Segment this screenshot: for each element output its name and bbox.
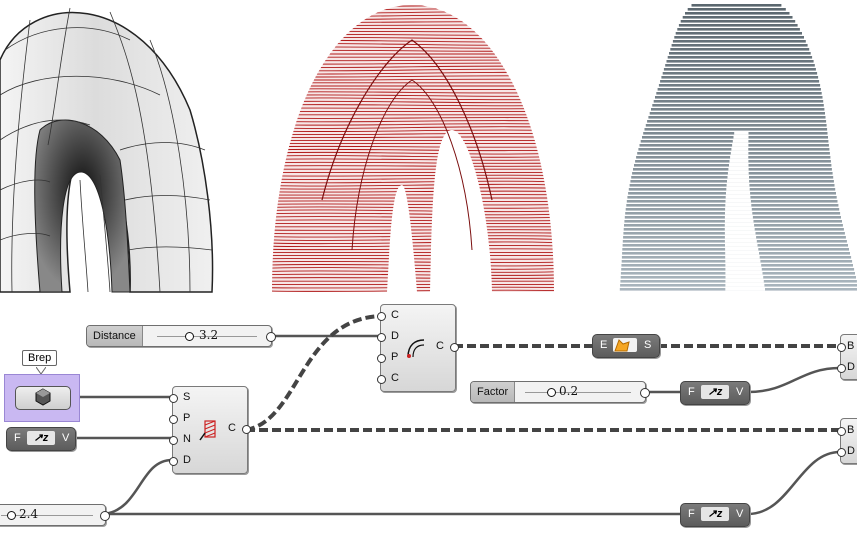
contour-component[interactable]: S P N D C [169,386,251,474]
sliced-layers-icon [616,0,857,298]
slider-label: Factor [471,382,516,402]
input-P[interactable]: P [391,351,399,363]
input-D[interactable]: D [183,454,191,466]
output-jack[interactable] [100,511,110,521]
input-F[interactable]: F [14,432,21,444]
input-B[interactable]: B [847,424,855,436]
brep-param[interactable] [4,374,80,422]
surface-render-icon [0,0,220,298]
offset-curve-component[interactable]: C D P C C [377,304,459,392]
contour-icon [199,420,216,441]
brep-icon [35,388,51,406]
input-F[interactable]: F [688,508,695,520]
slider-knob[interactable] [547,388,556,397]
extrude-icon [613,338,637,352]
output-V[interactable]: V [736,508,744,520]
input-B[interactable]: B [847,340,855,352]
input-D[interactable]: D [391,330,399,342]
offset-icon [407,339,425,358]
unit-z-vector-3[interactable]: F ↗z V [680,503,750,527]
slider-value: 2.4 [19,507,39,521]
output-C[interactable]: C [436,340,444,352]
right-component-1[interactable]: B D [837,334,857,380]
output-S[interactable]: S [644,339,652,351]
unit-z-vector-1[interactable]: F ↗z V [6,427,76,451]
input-N[interactable]: N [183,433,191,445]
input-D[interactable]: D [847,445,855,457]
slider-knob[interactable] [185,332,194,341]
input-C[interactable]: C [391,309,399,321]
unit-z-icon: ↗z [701,507,729,521]
slider-value: 3.2 [199,328,219,342]
bottom-slider[interactable]: 2.4 [0,504,110,526]
output-V[interactable]: V [62,432,70,444]
input-E[interactable]: E [600,339,608,351]
input-D[interactable]: D [847,361,855,373]
distance-slider[interactable]: Distance 3.2 [86,325,276,347]
input-F[interactable]: F [688,386,695,398]
output-jack[interactable] [266,332,276,342]
output-V[interactable]: V [736,386,744,398]
factor-slider[interactable]: Factor 0.2 [470,381,650,403]
slider-label: Distance [87,326,143,346]
extrude-component[interactable]: E S [592,334,660,358]
output-C[interactable]: C [228,422,236,434]
brep-tooltip: Brep [22,350,58,366]
contour-curves-icon [262,0,562,298]
slider-value: 0.2 [559,384,579,398]
unit-z-icon: ↗z [27,431,55,445]
right-component-2[interactable]: B D [837,418,857,464]
input-S[interactable]: S [183,391,191,403]
slider-knob[interactable] [7,511,16,520]
unit-z-vector-2[interactable]: F ↗z V [680,381,750,405]
input-P[interactable]: P [183,412,191,424]
unit-z-icon: ↗z [701,385,729,399]
output-jack[interactable] [640,388,650,398]
input-C2[interactable]: C [391,372,399,384]
